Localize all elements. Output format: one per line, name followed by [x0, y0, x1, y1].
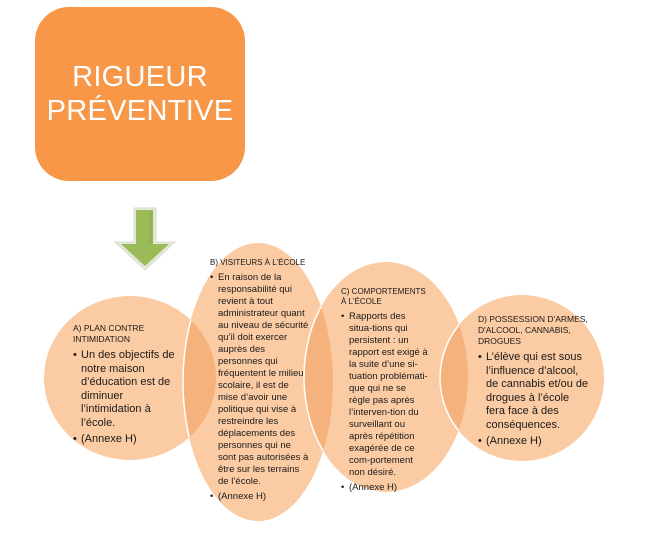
section-c-bullet-1: Rapports des situa-tions qui persistent … [341, 311, 429, 479]
section-a-heading: a) PLAN CONTRE INTIMIDATION [73, 323, 145, 344]
title-box: RIGUEUR PRÉVENTIVE [35, 7, 245, 181]
down-arrow-icon [113, 207, 177, 271]
section-b-bullets: En raison de la responsabilité qui revie… [210, 272, 310, 503]
section-d: d) POSSESSION D'ARMES, D'ALCOOL, CANNABI… [478, 314, 590, 452]
section-b: b) VISITEURS À L'ÉCOLE En raison de la r… [210, 258, 310, 506]
section-b-bullet-2: (Annexe H) [210, 491, 310, 503]
section-a-bullet-1: Un des objectifs de notre maison d’éduca… [73, 349, 185, 430]
section-b-bullet-1: En raison de la responsabilité qui revie… [210, 272, 310, 488]
section-a: a) PLAN CONTRE INTIMIDATION Un des objec… [73, 323, 185, 450]
section-a-bullet-2: (Annexe H) [73, 433, 185, 447]
section-d-bullet-1: L’élève qui est sous l’influence d’alcoo… [478, 351, 590, 432]
section-c-bullets: Rapports des situa-tions qui persistent … [341, 311, 429, 494]
section-c-heading: c) COMPORTEMENTS À L'ÉCOLE [341, 287, 426, 306]
title-line-2: PRÉVENTIVE [46, 95, 234, 127]
section-d-heading: d) POSSESSION D'ARMES, D'ALCOOL, CANNABI… [478, 314, 588, 346]
title-line-1: RIGUEUR [72, 61, 208, 93]
section-c-bullet-2: (Annexe H) [341, 482, 429, 494]
section-c: c) COMPORTEMENTS À L'ÉCOLE Rapports des … [341, 287, 429, 497]
section-d-bullet-2: (Annexe H) [478, 435, 590, 449]
section-d-bullets: L’élève qui est sous l’influence d’alcoo… [478, 351, 590, 449]
section-a-bullets: Un des objectifs de notre maison d’éduca… [73, 349, 185, 447]
section-b-heading: b) VISITEURS À L'ÉCOLE [210, 258, 306, 267]
